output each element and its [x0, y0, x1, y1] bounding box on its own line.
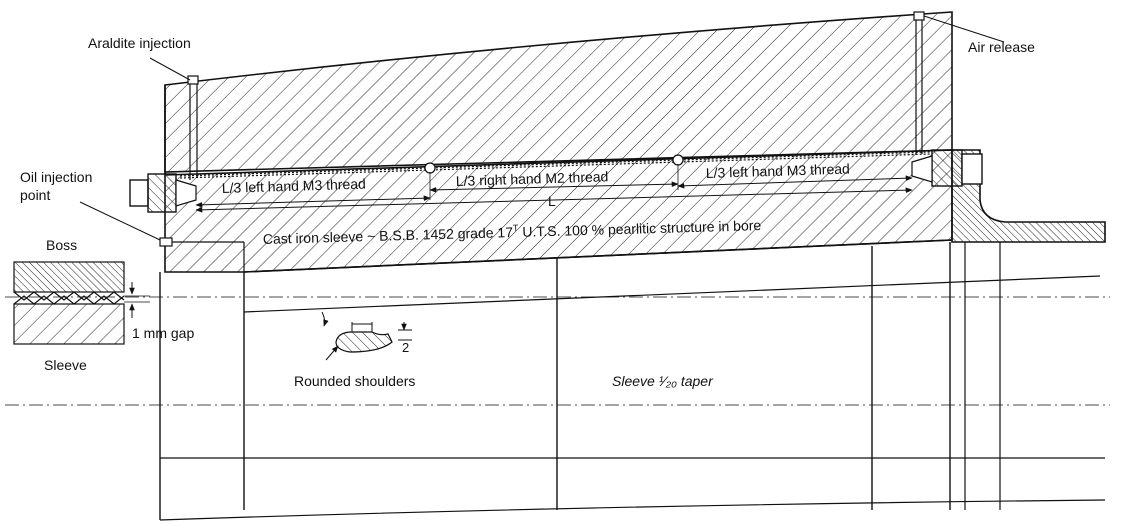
thread-right-label: L/3 right hand M2 thread: [456, 168, 609, 189]
cast-iron-sleeve-label: Cast iron sleeve ~ B.S.B. 1452 grade 17T…: [263, 216, 762, 247]
rounded-shoulders-label: Rounded shoulders: [294, 373, 415, 389]
thread-dimensions: [195, 164, 913, 213]
sleeve-label: Sleeve: [44, 357, 87, 373]
right-plug: [911, 149, 983, 187]
thread-left-1-label: L/3 left hand M3 thread: [222, 175, 366, 196]
shaft-body: [159, 242, 1106, 521]
thread-detail: [13, 261, 150, 345]
left-plug: [129, 173, 197, 213]
thread-left-2-label: L/3 left hand M3 thread: [706, 160, 850, 181]
length-label: L: [548, 193, 556, 209]
shaft-flange: [951, 149, 1106, 243]
oil-injection-label: Oil injection: [20, 169, 92, 185]
boss-label: Boss: [46, 237, 77, 253]
araldite-injection-bore: [187, 75, 199, 180]
cast-iron-sleeve-text: Cast iron sleeve ~ B.S.B. 1452 grade 17: [263, 224, 514, 247]
boss-section: [164, 11, 953, 175]
cast-iron-superscript: T: [513, 223, 519, 233]
araldite-injection-label: Araldite injection: [88, 35, 191, 51]
rounded-shoulder-detail: [321, 311, 412, 361]
leader-lines: [79, 15, 1005, 241]
oil-injection-port: [159, 237, 245, 272]
oil-injection-point-label: point: [20, 187, 50, 203]
shoulder-dim-label: 2: [402, 340, 409, 355]
sleeve-taper-label: Sleeve ¹⁄₂₀ taper: [612, 373, 714, 389]
centre-lines: [5, 296, 1110, 406]
air-release-label: Air release: [968, 39, 1035, 55]
air-release-bore: [913, 11, 925, 154]
gap-label: 1 mm gap: [132, 325, 194, 341]
cast-iron-rest-text: U.T.S. 100 % pearlitic structure in bore: [518, 217, 761, 240]
